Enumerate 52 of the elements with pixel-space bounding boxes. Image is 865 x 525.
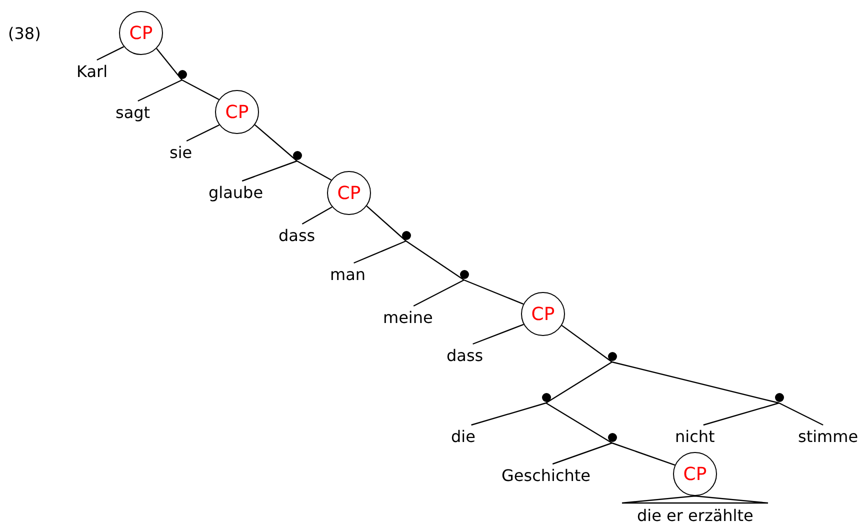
- tree-branch: [366, 206, 406, 242]
- tree-branch: [302, 206, 332, 225]
- example-number: (38): [8, 24, 41, 43]
- word-label: sagt: [116, 103, 150, 123]
- tree-branch: [552, 442, 612, 465]
- phrase-node: CP: [327, 171, 371, 215]
- tree-branch: [561, 324, 612, 362]
- word-label: Karl: [76, 62, 108, 82]
- word-label: nicht: [675, 427, 715, 447]
- phrase-node: CP: [673, 452, 717, 496]
- branch-dot: [608, 352, 616, 360]
- tree-branch: [464, 279, 524, 305]
- branch-dot: [774, 392, 784, 402]
- phrase-node: CP: [215, 90, 259, 134]
- tree-branch: [546, 362, 612, 404]
- tree-branch: [406, 240, 464, 280]
- word-label: stimme: [798, 427, 858, 447]
- tree-branch: [703, 402, 780, 426]
- branch-dot: [178, 70, 186, 78]
- tree-branch: [471, 402, 546, 426]
- tree-branch: [156, 48, 182, 80]
- word-label: Geschichte: [502, 466, 591, 486]
- tree-branch: [778, 402, 824, 426]
- tree-branch: [612, 442, 676, 466]
- tree-branch: [413, 279, 464, 307]
- branch-dot: [402, 230, 410, 240]
- tree-branch: [296, 160, 332, 181]
- triangle-branch: [621, 495, 769, 504]
- word-label: man: [330, 265, 366, 285]
- word-label: sie: [170, 143, 192, 163]
- word-label: die er erzählte: [637, 506, 754, 525]
- branch-dot: [542, 392, 550, 402]
- tree-branch: [546, 402, 612, 444]
- word-label: meine: [383, 308, 433, 328]
- word-label: glaube: [208, 183, 264, 203]
- tree-branch: [96, 46, 124, 61]
- tree-branch: [138, 79, 182, 102]
- tree-branch: [242, 160, 298, 182]
- branch-dot: [608, 432, 616, 442]
- tree-branch: [182, 79, 220, 100]
- branch-dot: [460, 270, 468, 278]
- phrase-node: CP: [119, 11, 163, 55]
- phrase-node: CP: [521, 292, 565, 336]
- tree-branch: [186, 124, 220, 142]
- word-label: dass: [278, 226, 316, 246]
- word-label: die: [451, 427, 476, 447]
- tree-branch: [354, 240, 406, 264]
- branch-dot: [292, 150, 302, 160]
- tree-branch: [254, 124, 298, 162]
- tree-branch: [612, 361, 780, 404]
- tree-branch: [472, 324, 524, 345]
- word-label: dass: [446, 346, 484, 366]
